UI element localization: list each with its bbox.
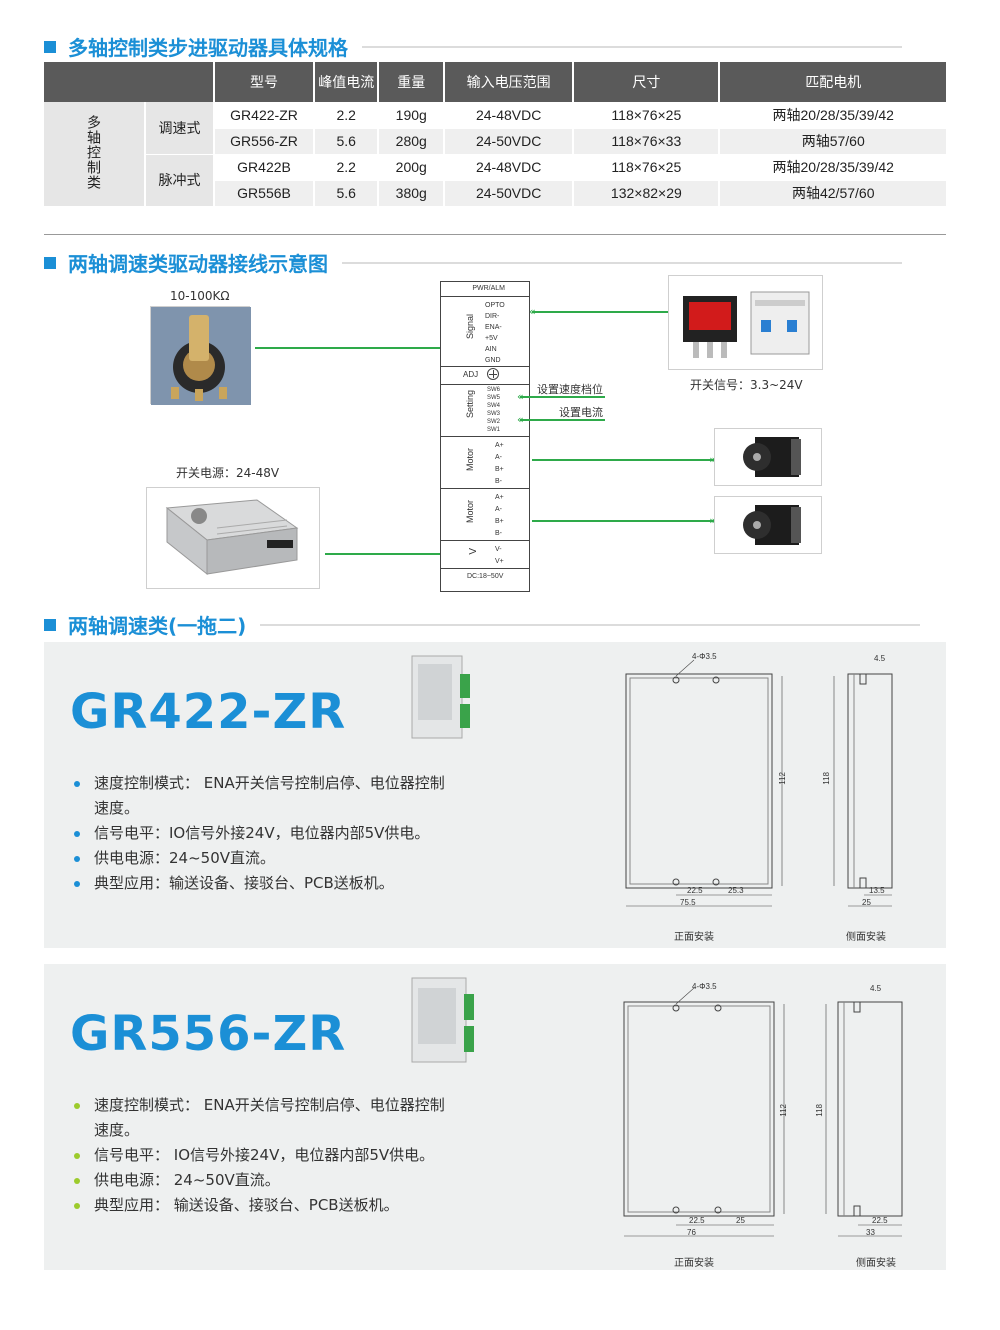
bullet-icon: [74, 781, 80, 787]
motor1-group-label: Motor: [465, 448, 475, 472]
psu-arrow: »: [325, 548, 457, 560]
category-cell: 多轴控制类: [44, 102, 146, 207]
front-caption: 正面安装: [674, 932, 714, 943]
pot-label: 10-100KΩ: [170, 289, 230, 303]
table-row: 脉冲式 GR422B 2.2 200g 24-48VDC 118×76×25 两…: [44, 154, 946, 207]
spec-header-row: 型号 峰值电流 重量 输入电压范围 尺寸 匹配电机: [44, 62, 946, 102]
power-supply-image: [146, 487, 320, 589]
header-voltage: 输入电压范围: [444, 62, 575, 102]
bullet-icon: [74, 1103, 80, 1109]
side-dimension-drawing: [825, 1001, 903, 1237]
driver-product-image: [410, 976, 476, 1064]
divider: [44, 234, 946, 235]
speed-setting-arrow: «: [517, 391, 605, 403]
power-pins: V- V+: [495, 546, 504, 565]
setting-group-label: Setting: [465, 390, 475, 419]
side-dimension-drawing: [833, 673, 893, 907]
speed-setting-label: 设置速度档位: [537, 383, 603, 396]
list-item: 典型应用： 输送设备、接驳台、PCB送板机。: [72, 1193, 452, 1218]
front-dimension-drawing: [625, 659, 783, 907]
product-panel-gr422: GR422-ZR 速度控制模式： ENA开关信号控制启停、电位器控制速度。 信号…: [44, 642, 946, 948]
product-model-title: GR556-ZR: [70, 1006, 347, 1062]
list-item: 速度控制模式： ENA开关信号控制启停、电位器控制速度。: [72, 1093, 452, 1143]
adj-label: ADJ: [463, 370, 479, 379]
motor2-arrow: »: [532, 515, 716, 527]
product-section-title: 两轴调速类(一拖二): [44, 610, 921, 639]
dc-range-label: DC:18~50V: [467, 573, 504, 580]
setting-pins: SW6 SW5 SW4 SW3 SW2 SW1: [487, 387, 501, 433]
section-square-icon: [44, 256, 56, 269]
header-motor: 匹配电机: [719, 62, 946, 102]
list-item: 典型应用：输送设备、接驳台、PCB送板机。: [72, 871, 452, 896]
group-cell: 脉冲式: [145, 154, 215, 207]
motor1-arrow: »: [532, 454, 716, 466]
bullet-icon: [74, 881, 80, 887]
power-group-label: V: [468, 548, 479, 555]
motor2-pins: A+ A- B+ B-: [495, 494, 504, 537]
signal-pins: OPTO DIR- ENA- +5V AIN GND: [485, 302, 505, 364]
list-item: 供电电源：24~50V直流。: [72, 846, 452, 871]
motor1-pins: A+ A- B+ B-: [495, 442, 504, 485]
header-model: 型号: [213, 62, 316, 102]
section-square-icon: [44, 618, 56, 631]
stepper-motor-1-image: [714, 428, 822, 486]
feature-list: 速度控制模式： ENA开关信号控制启停、电位器控制速度。 信号电平：IO信号外接…: [72, 771, 452, 896]
front-dimension-drawing: [623, 987, 785, 1237]
pot-arrow: »: [255, 342, 462, 354]
section-square-icon: [44, 40, 56, 53]
product-model-title: GR422-ZR: [70, 684, 347, 740]
table-row: GR556B 5.6 380g 24-50VDC 132×82×29 两轴42/…: [44, 180, 946, 207]
switch-arrow: «: [529, 306, 668, 318]
driver-terminal-block: PWR/ALM Signal OPTO DIR- ENA- +5V AIN GN…: [440, 281, 530, 592]
header-weight: 重量: [378, 62, 446, 102]
bullet-icon: [74, 1153, 80, 1159]
header-size: 尺寸: [573, 62, 721, 102]
side-caption: 侧面安装: [846, 932, 886, 943]
stepper-motor-2-image: [714, 496, 822, 554]
switch-label: 开关信号：3.3~24V: [690, 378, 803, 392]
current-setting-arrow: «: [517, 414, 605, 426]
motor2-group-label: Motor: [465, 500, 475, 524]
table-row: GR556-ZR 5.6 280g 24-50VDC 118×76×33 两轴5…: [44, 128, 946, 155]
list-item: 信号电平： IO信号外接24V，电位器内部5V供电。: [72, 1143, 452, 1168]
spec-table: 型号 峰值电流 重量 输入电压范围 尺寸 匹配电机 多轴控制类 调速式 GR42…: [44, 62, 946, 207]
front-caption: 正面安装: [674, 1258, 714, 1269]
wiring-section-title: 两轴调速类驱动器接线示意图: [44, 248, 902, 277]
adj-knob-icon: [487, 368, 499, 380]
side-caption: 侧面安装: [856, 1258, 896, 1269]
current-setting-label: 设置电流: [559, 406, 603, 419]
switch-image: [668, 275, 823, 370]
list-item: 供电电源： 24~50V直流。: [72, 1168, 452, 1193]
bullet-icon: [74, 856, 80, 862]
psu-label: 开关电源：24-48V: [176, 466, 280, 480]
bullet-icon: [74, 1203, 80, 1209]
spec-section-title: 多轴控制类步进驱动器具体规格: [44, 32, 902, 61]
group-cell: 调速式: [145, 102, 215, 155]
bullet-icon: [74, 1178, 80, 1184]
header-current: 峰值电流: [314, 62, 380, 102]
driver-product-image: [410, 654, 472, 740]
feature-list: 速度控制模式： ENA开关信号控制启停、电位器控制速度。 信号电平： IO信号外…: [72, 1093, 452, 1218]
product-panel-gr556: GR556-ZR 速度控制模式： ENA开关信号控制启停、电位器控制速度。 信号…: [44, 964, 946, 1270]
list-item: 速度控制模式： ENA开关信号控制启停、电位器控制速度。: [72, 771, 452, 821]
bullet-icon: [74, 831, 80, 837]
list-item: 信号电平：IO信号外接24V，电位器内部5V供电。: [72, 821, 452, 846]
table-row: 多轴控制类 调速式 GR422-ZR 2.2 190g 24-48VDC 118…: [44, 102, 946, 207]
potentiometer-image: [150, 306, 251, 405]
signal-group-label: Signal: [465, 314, 475, 340]
